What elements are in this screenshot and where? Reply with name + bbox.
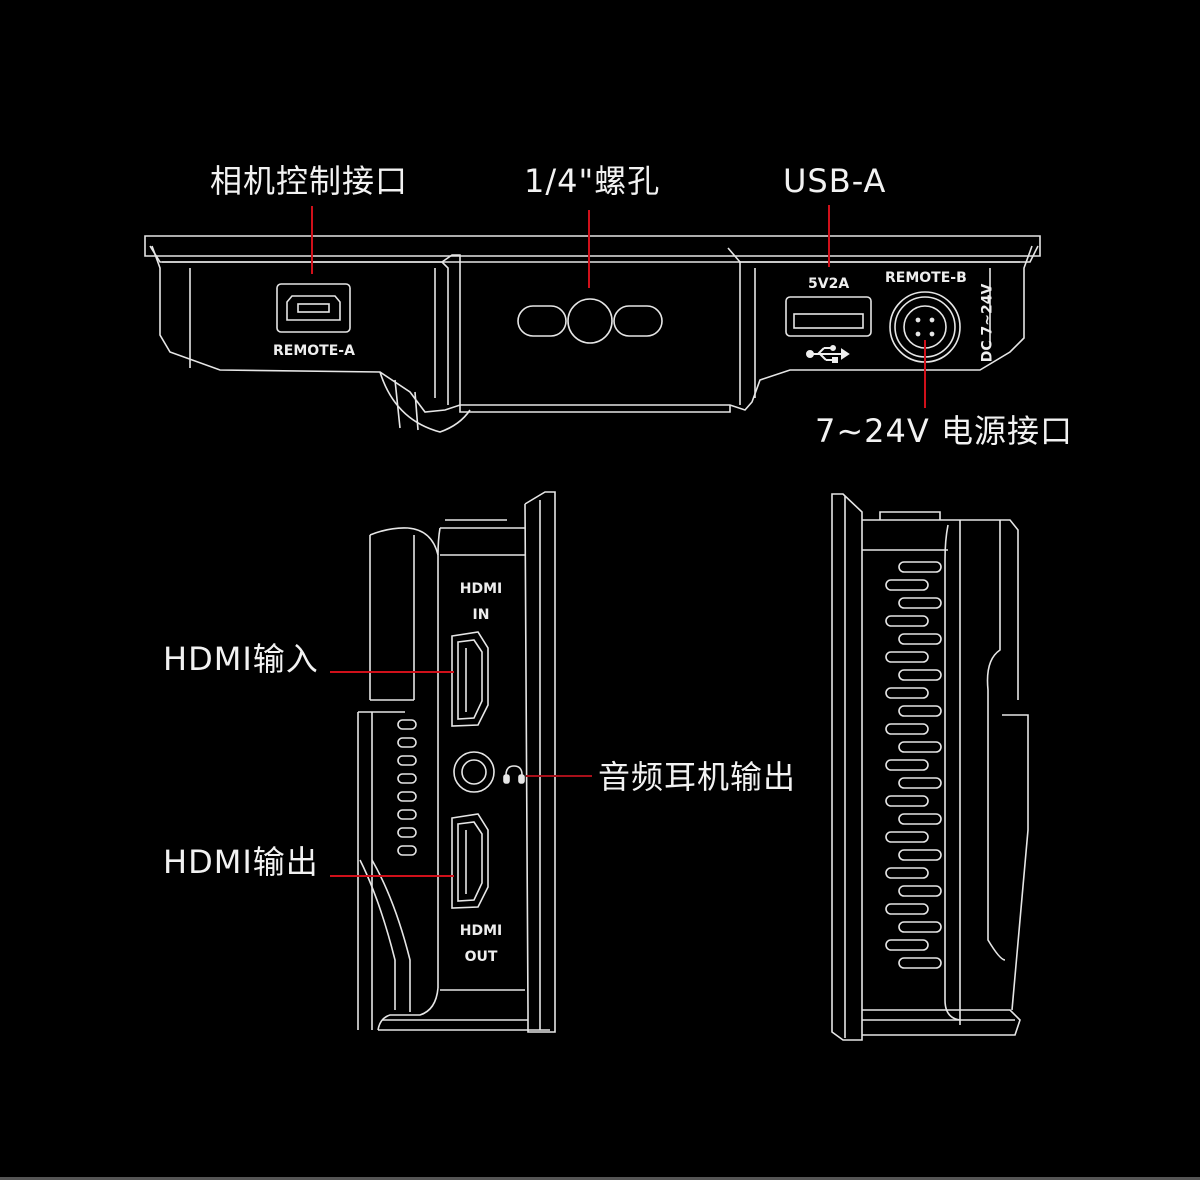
label-hdmi-in-line1: HDMI	[459, 581, 503, 597]
label-remote-a: REMOTE-A	[273, 343, 355, 359]
bottom-edge-bar	[0, 1177, 1200, 1180]
callout-quarter-screw: 1/4"螺孔	[524, 162, 661, 200]
callout-camera-control: 相机控制接口	[210, 162, 409, 200]
top-view	[144, 235, 1041, 433]
label-usb-rating: 5V2A	[808, 276, 850, 292]
label-remote-b: REMOTE-B	[885, 270, 967, 286]
callout-hdmi-in: HDMI输入	[163, 640, 319, 678]
label-hdmi-in-line2: IN	[472, 607, 490, 623]
left-side-view	[357, 491, 556, 1033]
callout-audio-out: 音频耳机输出	[598, 758, 797, 796]
callout-power-port: 7~24V 电源接口	[815, 412, 1073, 450]
label-hdmi-out-line1: HDMI	[459, 923, 503, 939]
leader-lines	[311, 205, 926, 877]
right-side-view	[831, 493, 1029, 1041]
callout-hdmi-out: HDMI输出	[163, 843, 319, 881]
callout-usb-a: USB-A	[783, 162, 887, 200]
usb-symbol-icon	[806, 345, 850, 363]
label-dc-rating: DC 7~24V	[979, 283, 996, 363]
label-hdmi-out-line2: OUT	[464, 949, 498, 965]
